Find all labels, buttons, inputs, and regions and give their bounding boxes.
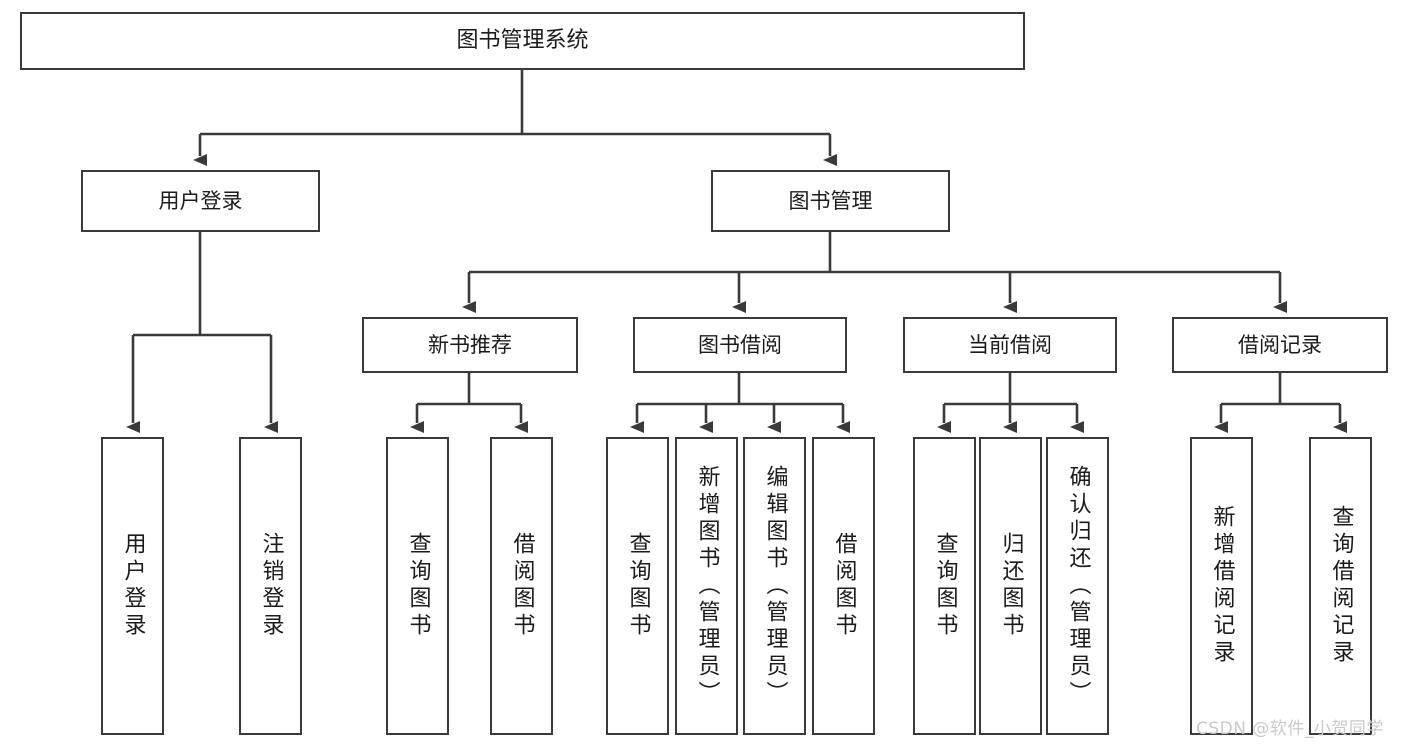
node-label: 当前借阅 bbox=[968, 332, 1052, 357]
node-label: 新书推荐 bbox=[428, 332, 512, 357]
node-label: 借阅图书 bbox=[509, 532, 535, 640]
leaf-borrow-add-book-admin[interactable]: 新增图书（管理员） bbox=[675, 437, 738, 735]
node-borrow-record[interactable]: 借阅记录 bbox=[1172, 317, 1388, 373]
node-label: 借阅记录 bbox=[1238, 332, 1322, 357]
leaf-record-add-record[interactable]: 新增借阅记录 bbox=[1190, 437, 1253, 735]
node-label: 归还图书 bbox=[998, 532, 1024, 640]
node-book-borrow[interactable]: 图书借阅 bbox=[633, 317, 847, 373]
leaf-user-login-signout[interactable]: 注销登录 bbox=[239, 437, 302, 735]
node-label: 新增图书（管理员） bbox=[694, 464, 720, 708]
leaf-recommend-borrow-book[interactable]: 借阅图书 bbox=[490, 437, 553, 735]
node-label: 确认归还（管理员） bbox=[1065, 464, 1091, 708]
node-label: 用户登录 bbox=[120, 532, 146, 640]
node-label: 借阅图书 bbox=[831, 532, 857, 640]
node-label: 注销登录 bbox=[258, 532, 284, 640]
leaf-borrow-edit-book-admin[interactable]: 编辑图书（管理员） bbox=[743, 437, 806, 735]
node-label: 图书管理 bbox=[788, 188, 873, 213]
leaf-borrow-query-book[interactable]: 查询图书 bbox=[606, 437, 669, 735]
node-user-login[interactable]: 用户登录 bbox=[81, 170, 320, 232]
node-label: 查询图书 bbox=[932, 532, 958, 640]
node-label: 图书借阅 bbox=[698, 332, 782, 357]
leaf-user-login-signin[interactable]: 用户登录 bbox=[101, 437, 164, 735]
node-label: 图书管理系统 bbox=[456, 28, 589, 54]
node-label: 查询图书 bbox=[405, 532, 431, 640]
node-label: 查询图书 bbox=[625, 532, 651, 640]
node-book-management[interactable]: 图书管理 bbox=[711, 170, 950, 232]
leaf-current-query-book[interactable]: 查询图书 bbox=[913, 437, 976, 735]
leaf-record-query-record[interactable]: 查询借阅记录 bbox=[1309, 437, 1372, 735]
leaf-recommend-query-book[interactable]: 查询图书 bbox=[386, 437, 449, 735]
node-new-book-recommend[interactable]: 新书推荐 bbox=[362, 317, 578, 373]
node-label: 查询借阅记录 bbox=[1328, 505, 1354, 667]
node-label: 编辑图书（管理员） bbox=[762, 464, 788, 708]
leaf-current-return-book[interactable]: 归还图书 bbox=[979, 437, 1042, 735]
leaf-borrow-borrow-book[interactable]: 借阅图书 bbox=[812, 437, 875, 735]
node-root-library-system[interactable]: 图书管理系统 bbox=[20, 12, 1025, 70]
leaf-current-confirm-return-admin[interactable]: 确认归还（管理员） bbox=[1046, 437, 1109, 735]
node-label: 新增借阅记录 bbox=[1209, 505, 1235, 667]
node-current-borrow[interactable]: 当前借阅 bbox=[903, 317, 1117, 373]
csdn-watermark: CSDN @软件_小贺同学 bbox=[1196, 719, 1384, 739]
node-label: 用户登录 bbox=[158, 188, 243, 213]
